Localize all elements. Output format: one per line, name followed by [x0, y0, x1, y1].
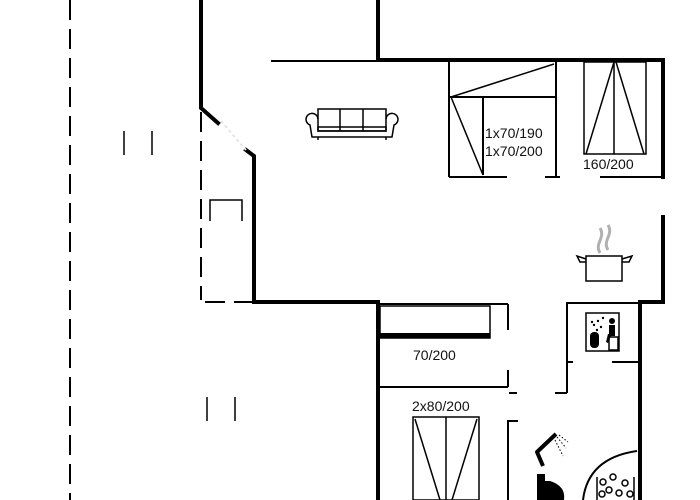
single-bed: 70/200 [379, 305, 491, 363]
double-bed: 160/200 [583, 61, 647, 172]
twin-beds: 2x80/200 [412, 398, 480, 500]
double-bed-label: 160/200 [583, 156, 634, 172]
walls [199, 0, 665, 500]
bunk-bed-label-2: 1x70/200 [485, 143, 543, 159]
bunk-bed-room [448, 62, 560, 178]
toilet-icon [537, 474, 565, 500]
twin-bed-room [507, 420, 518, 500]
entrance-door[interactable] [220, 120, 247, 151]
bunk-bed-label-1: 1x70/190 [485, 125, 543, 141]
shower-icon [535, 432, 569, 467]
cooking-pot-icon [575, 224, 634, 282]
whirlpool-icon[interactable] [582, 450, 638, 500]
single-bed-label: 70/200 [413, 347, 456, 363]
twin-beds-label: 2x80/200 [412, 398, 470, 414]
deck-marks [123, 131, 236, 421]
terrace-outline [69, 0, 252, 500]
bunk-bed: 1x70/190 1x70/200 [449, 63, 556, 176]
sauna-room [509, 302, 640, 394]
sofa-icon [305, 108, 399, 140]
outdoor-chair-icon [209, 199, 243, 221]
sauna-icon [585, 312, 620, 352]
single-bed-room [379, 303, 509, 388]
